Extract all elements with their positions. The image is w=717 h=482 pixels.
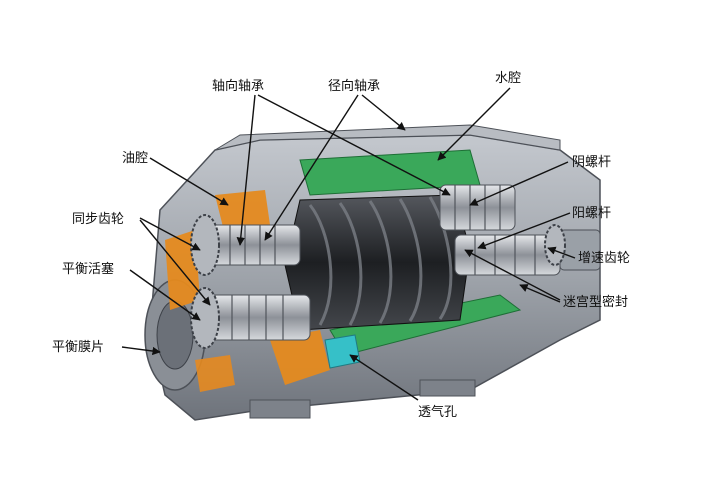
rotors bbox=[284, 194, 471, 331]
label-timing-gear: 同步齿轮 bbox=[72, 212, 124, 227]
label-vent-hole: 透气孔 bbox=[418, 404, 457, 420]
vent-hole-region bbox=[324, 334, 361, 369]
timing-gears bbox=[190, 214, 220, 349]
leader-lines bbox=[121, 87, 576, 401]
label-male-rotor: 阳螺杆 bbox=[572, 206, 611, 221]
label-radial-bearing: 径向轴承 bbox=[328, 78, 380, 94]
label-axial-bearing: 轴向轴承 bbox=[212, 78, 264, 94]
label-balance-piston: 平衡活塞 bbox=[62, 261, 114, 277]
labels: 轴向轴承 径向轴承 水腔 油腔 阴螺杆 同步齿轮 阳螺杆 平衡活塞 增速齿轮 迷… bbox=[52, 71, 630, 420]
label-female-rotor: 阴螺杆 bbox=[572, 155, 611, 170]
label-oil-cavity: 油腔 bbox=[122, 151, 148, 166]
label-water-cavity: 水腔 bbox=[495, 71, 521, 86]
label-labyrinth-seal: 迷宫型密封 bbox=[563, 294, 628, 310]
label-balance-diaphragm: 平衡膜片 bbox=[52, 340, 104, 355]
speed-gear-shape bbox=[544, 224, 566, 266]
label-speed-gear: 增速齿轮 bbox=[578, 251, 630, 266]
